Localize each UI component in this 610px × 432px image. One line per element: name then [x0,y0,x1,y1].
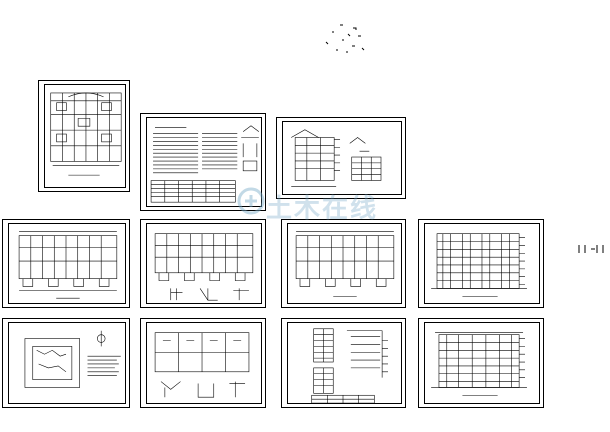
plan-a-drawing [18,231,118,299]
elevation-rear-drawing [431,332,527,396]
section-drawing [291,129,382,187]
sheet-elevation-front[interactable] [418,219,544,308]
stray-marks-right [578,245,604,253]
sheet-elevation-rear[interactable] [418,318,544,408]
elevation-front-drawing [431,233,527,297]
sheet-plan-a[interactable] [2,219,130,308]
sheet-stair-details[interactable] [281,318,406,408]
sheet-plan-c[interactable] [281,219,406,308]
sheet-section-schedule[interactable] [276,117,406,199]
sheet-design-notes[interactable] [140,113,266,211]
watermark-text: 土木在线 [266,194,379,224]
sheet-site-plan[interactable] [2,318,130,408]
plan-c-drawing [295,231,395,297]
roof-plan-drawing [154,332,250,398]
plan-b-drawing [154,233,254,301]
stray-marks-top [325,24,365,53]
sheet-floor-plan-vertical[interactable] [38,80,130,192]
design-notes-drawing [150,125,260,203]
floor-plan-drawing [50,92,122,176]
sheet-plan-b[interactable] [140,219,266,308]
sheet-roof-plan[interactable] [140,318,266,408]
stair-details-drawing [311,328,388,404]
site-plan-drawing [24,330,121,388]
watermark-logo-icon [237,187,265,215]
